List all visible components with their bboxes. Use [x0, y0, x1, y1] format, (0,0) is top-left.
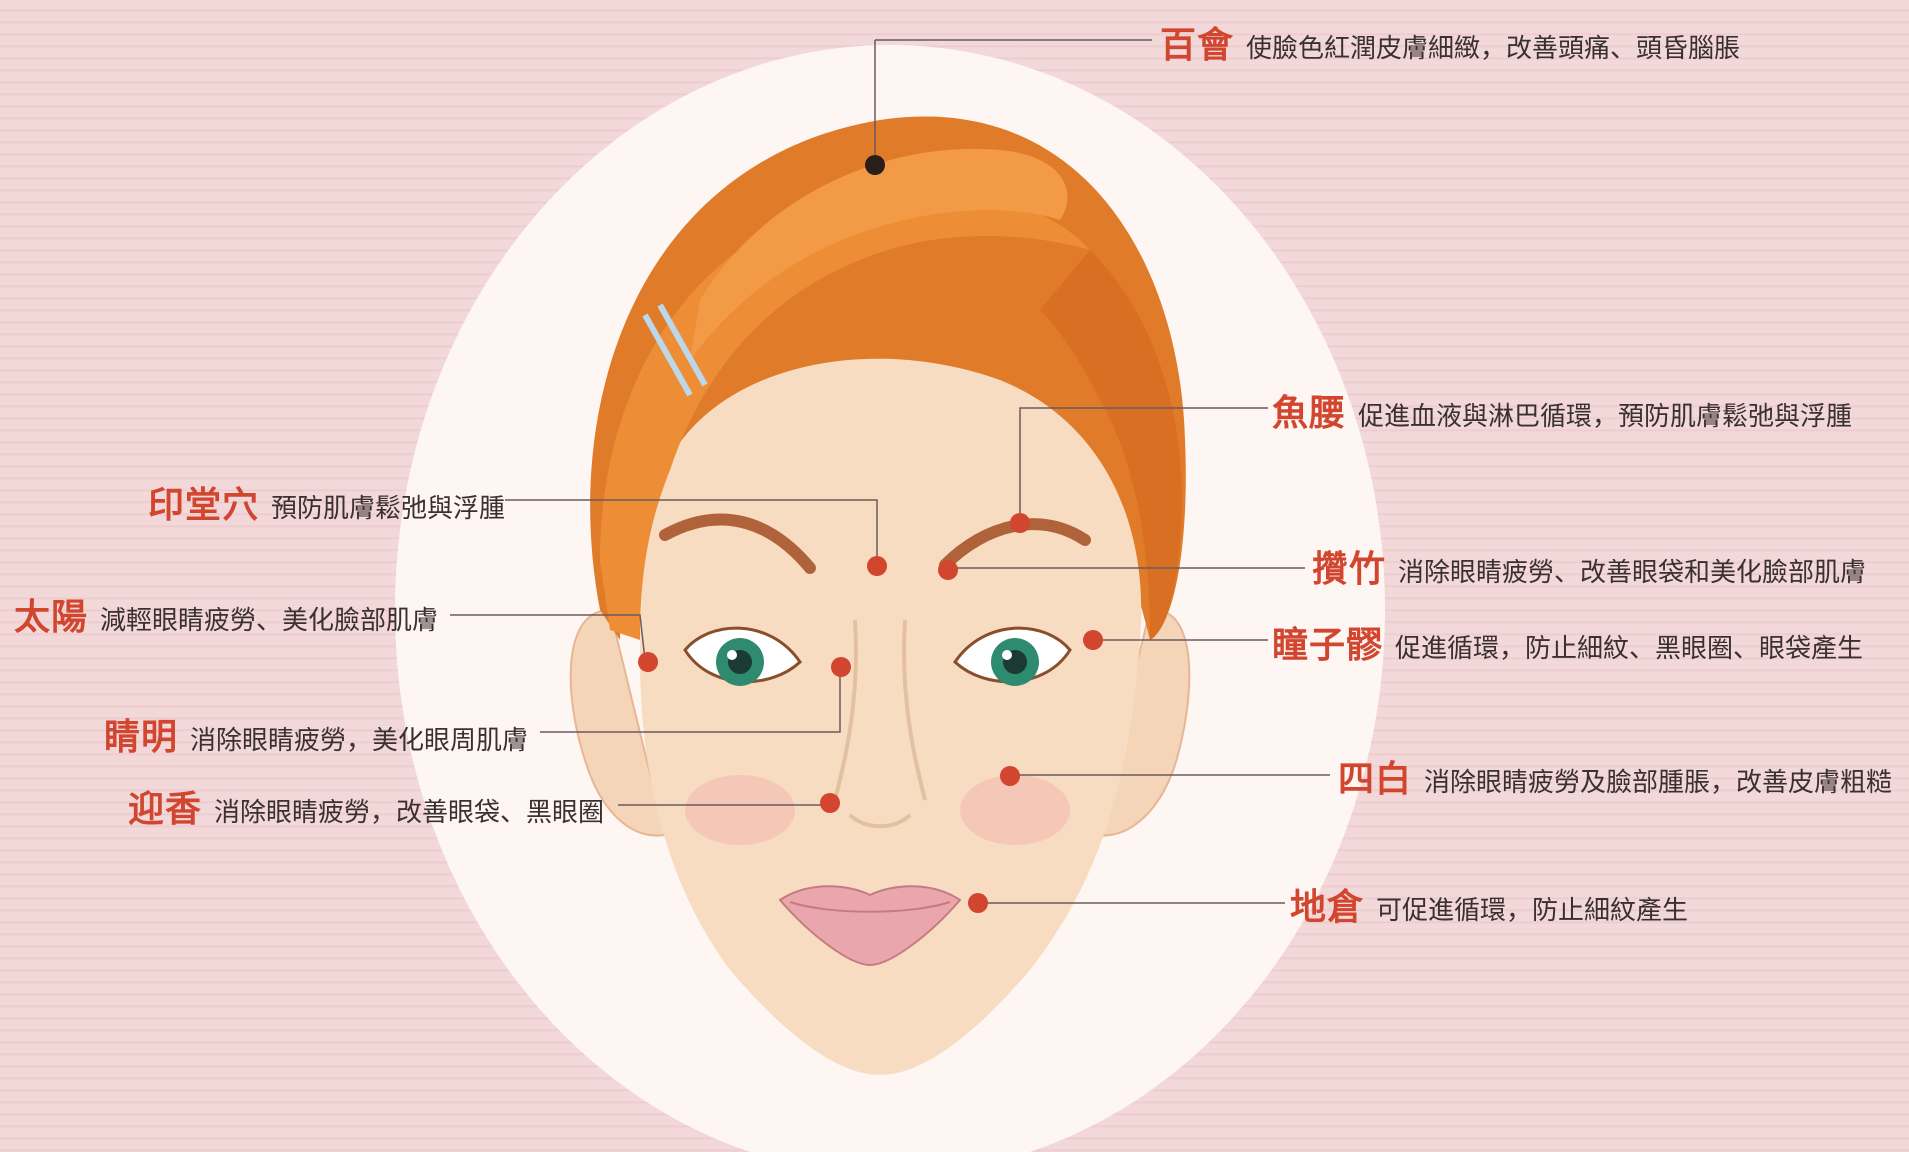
point-desc-baihui: 使臉色紅潤皮膚細緻，改善頭痛、頭昏腦脹 — [1246, 28, 1740, 65]
dot-sibai — [1000, 766, 1020, 786]
point-desc-yintang: 預防肌膚鬆弛與浮腫 — [271, 488, 505, 525]
point-desc-jingming: 消除眼睛疲勞，美化眼周肌膚 — [190, 720, 528, 757]
dot-yuyao — [1010, 513, 1030, 533]
point-desc-zanzhu: 消除眼睛疲勞、改善眼袋和美化臉部肌膚 — [1398, 552, 1866, 589]
label-baihui: 百會 使臉色紅潤皮膚細緻，改善頭痛、頭昏腦脹 — [1160, 16, 1740, 68]
point-name-tongziliao: 瞳子髎 — [1272, 616, 1383, 668]
point-name-taiyang: 太陽 — [14, 588, 88, 640]
label-yingxiang: 迎香 消除眼睛疲勞，改善眼袋、黑眼圈 — [128, 780, 604, 832]
dot-yintang — [867, 556, 887, 576]
point-name-baihui: 百會 — [1160, 16, 1234, 68]
point-desc-tongziliao: 促進循環，防止細紋、黑眼圈、眼袋產生 — [1395, 628, 1863, 665]
point-name-yuyao: 魚腰 — [1272, 384, 1346, 436]
point-desc-yuyao: 促進血液與淋巴循環，預防肌膚鬆弛與浮腫 — [1358, 396, 1852, 433]
label-yintang: 印堂穴 預防肌膚鬆弛與浮腫 — [148, 476, 505, 528]
label-taiyang: 太陽 減輕眼睛疲勞、美化臉部肌膚 — [14, 588, 438, 640]
point-desc-sibai: 消除眼睛疲勞及臉部腫脹，改善皮膚粗糙 — [1424, 762, 1892, 799]
point-desc-yingxiang: 消除眼睛疲勞，改善眼袋、黑眼圈 — [214, 792, 604, 829]
label-tongziliao: 瞳子髎 促進循環，防止細紋、黑眼圈、眼袋產生 — [1272, 616, 1863, 668]
label-yuyao: 魚腰 促進血液與淋巴循環，預防肌膚鬆弛與浮腫 — [1272, 384, 1852, 436]
point-name-yintang: 印堂穴 — [148, 476, 259, 528]
point-name-yingxiang: 迎香 — [128, 780, 202, 832]
label-jingming: 睛明 消除眼睛疲勞，美化眼周肌膚 — [104, 708, 528, 760]
point-desc-dicang: 可促進循環，防止細紋產生 — [1376, 890, 1688, 927]
point-name-zanzhu: 攢竹 — [1312, 540, 1386, 592]
point-name-sibai: 四白 — [1338, 750, 1412, 802]
dot-dicang — [968, 893, 988, 913]
dot-yingxiang — [820, 793, 840, 813]
right-cheek-blush — [960, 775, 1070, 845]
dot-jingming — [831, 657, 851, 677]
label-dicang: 地倉 可促進循環，防止細紋產生 — [1290, 878, 1688, 930]
point-desc-taiyang: 減輕眼睛疲勞、美化臉部肌膚 — [100, 600, 438, 637]
label-sibai: 四白 消除眼睛疲勞及臉部腫脹，改善皮膚粗糙 — [1338, 750, 1892, 802]
point-name-dicang: 地倉 — [1290, 878, 1364, 930]
dot-baihui — [865, 155, 885, 175]
dot-tongziliao — [1083, 630, 1103, 650]
point-name-jingming: 睛明 — [104, 708, 178, 760]
left-cheek-blush — [685, 775, 795, 845]
dot-zanzhu — [938, 560, 958, 580]
label-zanzhu: 攢竹 消除眼睛疲勞、改善眼袋和美化臉部肌膚 — [1312, 540, 1866, 592]
dot-taiyang — [638, 652, 658, 672]
